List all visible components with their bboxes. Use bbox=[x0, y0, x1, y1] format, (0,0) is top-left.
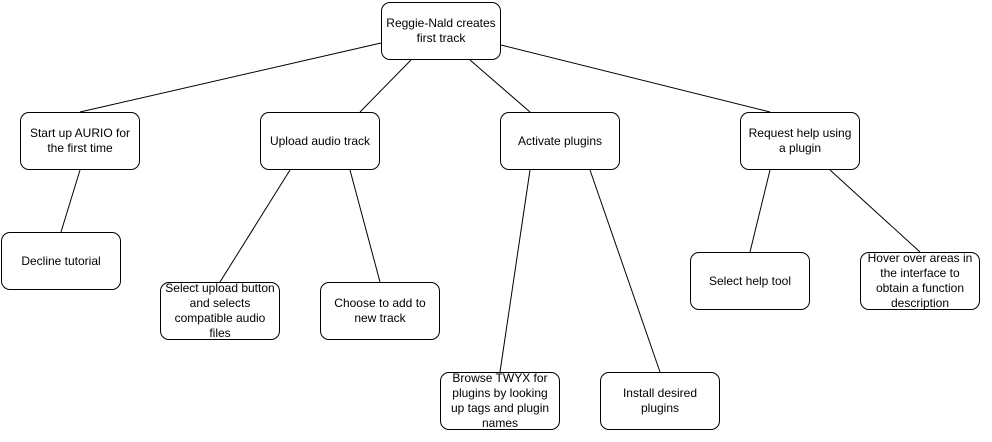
node-request-help: Request help using a plugin bbox=[740, 112, 860, 170]
node-start-up-aurio: Start up AURIO for the first time bbox=[20, 112, 140, 170]
node-select-upload-button: Select upload button and selects compati… bbox=[160, 281, 280, 340]
edge-upload-select bbox=[219, 169, 291, 283]
edge-activate-browse bbox=[499, 169, 531, 373]
edge-upload-choose bbox=[349, 169, 381, 283]
edge-startup-decline bbox=[60, 169, 81, 233]
node-choose-new-track: Choose to add to new track bbox=[320, 282, 440, 340]
node-upload-audio-track: Upload audio track bbox=[260, 112, 380, 170]
edge-root-startup bbox=[79, 42, 382, 113]
node-install-plugins: Install desired plugins bbox=[600, 372, 720, 430]
node-select-help-tool: Select help tool bbox=[690, 252, 810, 310]
edge-request-helptool bbox=[749, 169, 771, 253]
edge-root-request bbox=[500, 44, 771, 113]
edge-root-upload bbox=[359, 59, 412, 113]
edge-root-activate bbox=[469, 59, 531, 113]
node-hover-over-areas: Hover over areas in the interface to obt… bbox=[860, 251, 980, 310]
node-decline-tutorial: Decline tutorial bbox=[1, 232, 121, 290]
node-browse-twyx: Browse TWYX for plugins by looking up ta… bbox=[440, 371, 560, 430]
node-activate-plugins: Activate plugins bbox=[500, 112, 620, 170]
node-root-creates-first-track: Reggie-Nald creates first track bbox=[381, 2, 501, 60]
edge-request-hover bbox=[829, 169, 921, 253]
edge-activate-install bbox=[589, 169, 661, 373]
